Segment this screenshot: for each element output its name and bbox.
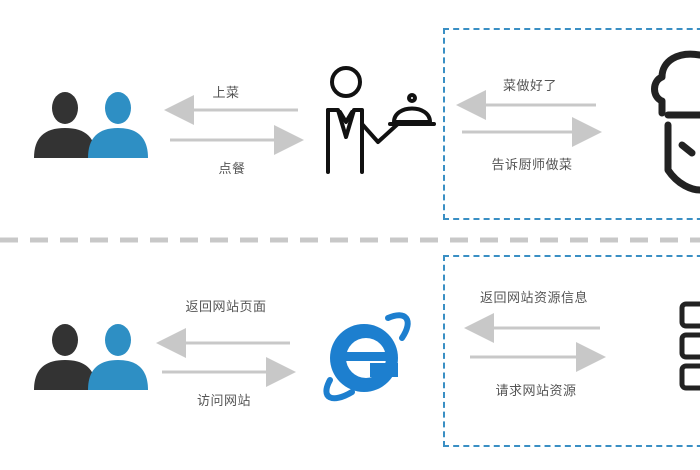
ie-browser-icon [323, 312, 411, 402]
waiter-icon [326, 66, 436, 174]
label-order: 点餐 [218, 162, 246, 177]
label-dish-ready: 菜做好了 [502, 79, 558, 94]
chef-icon [651, 50, 700, 194]
users-icon [34, 324, 148, 390]
users-icon [34, 92, 148, 158]
label-return-resource: 返回网站资源信息 [479, 291, 589, 306]
label-visit-site: 访问网站 [196, 394, 252, 409]
server-icon [679, 301, 700, 391]
kitchen-box [443, 28, 700, 220]
server-box [443, 255, 700, 447]
label-tell-chef: 告诉厨师做菜 [491, 158, 573, 173]
label-serve: 上菜 [212, 86, 240, 101]
label-request-resource: 请求网站资源 [495, 384, 577, 399]
label-return-page: 返回网站页面 [185, 300, 267, 315]
